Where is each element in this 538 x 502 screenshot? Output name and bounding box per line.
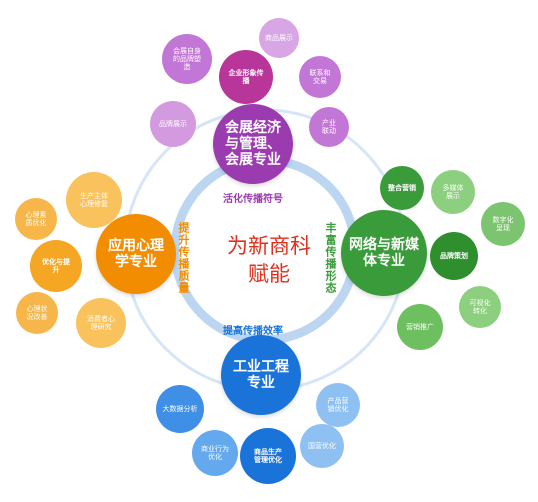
top-sat-2: 商品展示 (259, 18, 299, 58)
top-sat-2-label: 商品展示 (265, 33, 293, 42)
bottom-sat-2: 商业行为 优化 (192, 430, 238, 476)
bottom-sat-1-label: 产品营 销优化 (327, 396, 349, 413)
right-sat-0: 整合营销 (380, 166, 424, 210)
right-sat-0-label: 整合营销 (388, 183, 416, 192)
top-sat-0-label: 会展自身 的品牌塑 造 (173, 46, 201, 72)
ring-label-right: 丰富传播形态 (324, 222, 337, 294)
right-sat-5: 营销推广 (397, 304, 443, 350)
left-sat-3-label: 心理状 况改善 (26, 304, 48, 321)
left-sat-1: 生产主体 心理修复 (66, 172, 122, 228)
bottom-sat-2-label: 商业行为 优化 (201, 444, 229, 461)
right-sat-1: 多媒体 展示 (431, 170, 475, 214)
center-title-text: 为新商科 赋能 (227, 234, 311, 287)
top-sat-0: 会展自身 的品牌塑 造 (162, 34, 212, 84)
top-sat-1: 企业形象传 播 (219, 50, 273, 104)
left-sat-4-label: 消费者心 理研究 (87, 314, 115, 331)
bottom-sat-4: 国营优化 (300, 424, 344, 468)
left-sat-3: 心理状 况改善 (16, 292, 58, 334)
hub-exhibition: 会展经济 与管理、 会展专业 (213, 104, 293, 184)
right-sat-3-label: 品牌策划 (440, 251, 468, 260)
right-sat-3: 品牌策划 (430, 232, 478, 280)
hub-psychology-label: 应用心理 学专业 (108, 237, 164, 270)
hub-industrial-label: 工业工程 专业 (233, 358, 289, 391)
bottom-sat-1: 产品营 销优化 (316, 383, 360, 427)
top-sat-3: 联系和 交易 (299, 56, 341, 98)
bottom-sat-0: 大数据分析 (156, 385, 204, 433)
ring-label-bottom: 提高传播效率 (223, 326, 283, 337)
center-title: 为新商科 赋能 (200, 232, 338, 289)
left-sat-0: 心理素 质优化 (15, 198, 57, 240)
top-sat-3-label: 联系和 交易 (309, 68, 331, 85)
top-sat-5-label: 产业 联动 (322, 118, 336, 135)
bottom-sat-3-label: 商品生产 管理优化 (254, 447, 282, 464)
left-sat-4: 消费者心 理研究 (76, 298, 126, 348)
left-sat-0-label: 心理素 质优化 (25, 210, 47, 227)
top-sat-1-label: 企业形象传 播 (228, 68, 264, 85)
bottom-sat-3: 商品生产 管理优化 (240, 428, 296, 484)
top-sat-4: 品牌展示 (150, 101, 196, 147)
bottom-sat-4-label: 国营优化 (308, 441, 336, 450)
top-sat-5: 产业 联动 (309, 107, 349, 147)
hub-new-media: 网络与新媒 体专业 (341, 210, 427, 296)
left-sat-2: 优化与提 升 (30, 240, 82, 292)
hub-exhibition-label: 会展经济 与管理、 会展专业 (225, 119, 281, 169)
bottom-sat-0-label: 大数据分析 (162, 404, 198, 413)
right-sat-4-label: 可视化 转化 (469, 298, 491, 315)
right-sat-5-label: 营销推广 (406, 322, 434, 331)
left-sat-1-label: 生产主体 心理修复 (80, 191, 108, 208)
right-sat-2-label: 数字化 呈现 (492, 215, 514, 232)
hub-new-media-label: 网络与新媒 体专业 (349, 236, 419, 269)
right-sat-2: 数字化 呈现 (481, 202, 525, 246)
ring-label-top: 活化传播符号 (223, 194, 283, 205)
left-sat-2-label: 优化与提 升 (42, 257, 70, 274)
right-sat-4: 可视化 转化 (459, 286, 501, 328)
top-sat-4-label: 品牌展示 (159, 119, 187, 128)
right-sat-1-label: 多媒体 展示 (442, 183, 464, 200)
ring-label-left: 提升传播质量 (177, 222, 190, 294)
hub-psychology: 应用心理 学专业 (96, 214, 176, 294)
hub-industrial: 工业工程 专业 (221, 335, 301, 415)
